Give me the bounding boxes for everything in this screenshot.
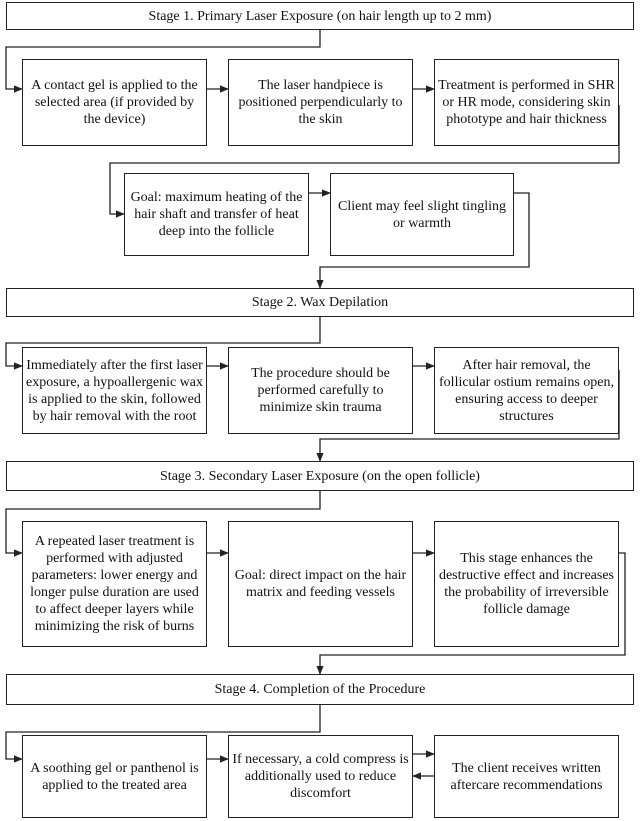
- stage-3-step-1: A repeated laser treatment is performed …: [22, 521, 207, 647]
- stage-1-step-2: The laser handpiece is positioned perpen…: [228, 59, 413, 146]
- stage-4-step-1: A soothing gel or panthenol is applied t…: [22, 735, 207, 818]
- stage-2-step-1: Immediately after the first laser exposu…: [22, 347, 207, 434]
- stage-1-header: Stage 1. Primary Laser Exposure (on hair…: [6, 2, 634, 30]
- stage-1-step-1: A contact gel is applied to the selected…: [22, 59, 207, 146]
- stage-3-step-3: This stage enhances the destructive effe…: [434, 521, 619, 647]
- stage-2-step-2: The procedure should be performed carefu…: [228, 347, 413, 434]
- stage-4-step-2: If necessary, a cold compress is additio…: [228, 735, 413, 818]
- stage-1-sensation: Client may feel slight tingling or warmt…: [330, 173, 514, 256]
- stage-3-header: Stage 3. Secondary Laser Exposure (on th…: [6, 461, 634, 491]
- stage-4-header: Stage 4. Completion of the Procedure: [6, 674, 634, 705]
- stage-1-step-3: Treatment is performed in SHR or HR mode…: [434, 59, 619, 146]
- stage-3-step-2: Goal: direct impact on the hair matrix a…: [228, 521, 413, 647]
- stage-1-goal: Goal: maximum heating of the hair shaft …: [124, 173, 309, 256]
- stage-4-step-3: The client receives written aftercare re…: [434, 735, 619, 818]
- stage-2-step-3: After hair removal, the follicular ostiu…: [434, 347, 619, 434]
- stage-2-header: Stage 2. Wax Depilation: [6, 288, 634, 317]
